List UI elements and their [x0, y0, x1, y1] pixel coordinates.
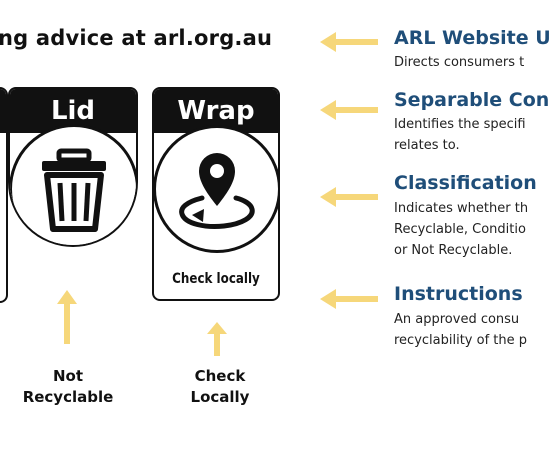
annotation-title-arl-website: ARL Website U: [394, 27, 550, 49]
annotation-desc-instructions: An approved consu recyclability of the p: [394, 312, 528, 348]
annotation-title-instructions: Instructions: [394, 283, 523, 305]
annotation-desc-classification: Indicates whether th Recyclable, Conditi…: [394, 201, 529, 258]
wrap-card: Wrap Check locally: [152, 87, 280, 301]
wrap-card-sublabel: Check locally: [172, 271, 260, 287]
annotation-desc-arl-website: Directs consumers t: [394, 55, 525, 70]
header-text: ng advice at arl.org.au: [0, 26, 273, 50]
label-not-recyclable: Not Recyclable: [22, 367, 114, 406]
lid-card: Lid: [8, 87, 138, 247]
up-arrow-wrap: [207, 322, 227, 356]
partial-card: [0, 87, 8, 303]
annotation-desc-separable: Identifies the specifi relates to.: [394, 117, 526, 153]
label-check-locally: Check Locally: [190, 367, 250, 406]
lid-circle: [10, 124, 136, 245]
annotation-title-separable: Separable Con: [394, 89, 550, 111]
arrow-instructions: [320, 289, 378, 309]
annotation-title-classification: Classification: [394, 172, 537, 194]
trash-bin-icon: [42, 148, 106, 232]
location-pin-icon: [179, 153, 255, 229]
arrow-arl-website: [320, 32, 378, 52]
arrow-separable: [320, 100, 378, 120]
wrap-circle: [154, 125, 278, 253]
up-arrow-lid: [57, 290, 77, 344]
arrow-classification: [320, 187, 378, 207]
